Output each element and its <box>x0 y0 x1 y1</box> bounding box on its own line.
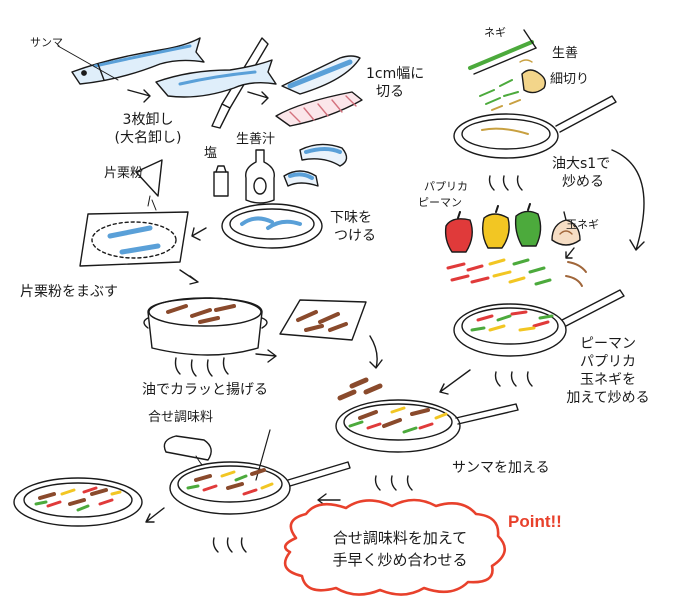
label-cut-width: 1cm幅に <box>366 66 425 82</box>
whole-fish-icon <box>57 37 205 85</box>
salt-shaker-icon <box>213 165 229 197</box>
label-daimyo-oroshi: (大名卸し) <box>114 130 182 146</box>
fillet-pink-icon <box>275 91 363 127</box>
cloud-bubble <box>283 498 506 596</box>
sliced-veg-icon <box>446 258 587 287</box>
bottle-icon <box>245 149 275 204</box>
arrow-icon <box>565 247 575 259</box>
pan-icon <box>169 429 351 515</box>
label-marinate-2: つける <box>334 228 376 244</box>
label-oil-2: 炒める <box>562 174 604 190</box>
label-oil-1: 油大s1で <box>552 156 611 172</box>
final-instruction-line-2: 手早く炒め合わせる <box>332 550 468 569</box>
label-add-veg-4: 加えて炒める <box>566 390 650 406</box>
label-negi: ネギ <box>484 26 506 39</box>
flame-icon <box>212 537 247 553</box>
point-badge: Point!! <box>508 512 562 531</box>
arrow-icon <box>369 335 383 369</box>
final-instruction: 合せ調味料を加えて 手早く炒め合わせる <box>300 528 500 572</box>
arrow-icon <box>439 369 471 395</box>
tray-icon <box>79 211 189 267</box>
drain-tray-icon <box>279 299 367 341</box>
fillet-blue-icon <box>281 55 361 95</box>
arrow-icon <box>145 507 165 523</box>
label-paprika: パプリカ <box>424 180 468 193</box>
flame-icon <box>488 175 523 191</box>
pan-icon <box>221 203 323 249</box>
label-piman: ピーマン <box>418 196 462 209</box>
filleted-fish-icon <box>155 59 277 98</box>
label-add-veg-3: 玉ネギを <box>580 372 636 388</box>
flame-icon <box>374 475 413 491</box>
label-shoga: 生善 <box>552 46 579 61</box>
arrow-icon <box>255 349 277 363</box>
label-marinate-1: 下味を <box>330 210 372 226</box>
label-coat-starch: 片栗粉をまぶす <box>20 284 118 300</box>
pan-icon <box>453 95 617 159</box>
label-cut: 切る <box>376 84 404 100</box>
label-sanma: サンマ <box>30 36 63 49</box>
label-add-veg-2: パプリカ <box>580 354 636 370</box>
flame-icon <box>174 357 229 377</box>
marinated-fillets-icon <box>283 143 348 187</box>
fried-fish-icon <box>337 377 383 401</box>
plate-icon <box>13 477 143 527</box>
flame-icon <box>494 371 533 387</box>
scallion-icon <box>468 29 537 75</box>
label-add-sanma: サンマを加える <box>452 460 550 476</box>
arrow-icon <box>127 89 269 105</box>
pot-icon <box>143 297 268 356</box>
pan-icon <box>453 289 625 357</box>
label-sauce: 合せ調味料 <box>148 410 214 425</box>
arrow-icon <box>191 227 207 241</box>
starch-bag-icon <box>135 159 163 211</box>
label-deep-fry: 油でカラッと揚げる <box>142 382 268 398</box>
label-katakuriko: 片栗粉 <box>104 166 144 181</box>
final-instruction-line-1: 合せ調味料を加えて <box>332 529 468 547</box>
pepper-icon <box>444 203 542 253</box>
label-add-veg-1: ピーマン <box>580 336 636 352</box>
arrow-icon <box>611 149 645 251</box>
label-sanmai-oroshi: 3枚卸し <box>122 112 174 128</box>
pan-icon <box>335 399 519 453</box>
ginger-icon <box>519 59 547 94</box>
arrow-icon <box>179 269 199 285</box>
shredded-veg-icon <box>479 79 521 111</box>
label-tamanegi: 玉ネギ <box>566 218 599 231</box>
onion-icon <box>551 211 581 246</box>
label-julienne: 細切り <box>550 72 590 87</box>
label-salt: 塩 <box>204 146 218 161</box>
label-ginger-juice: 生善汁 <box>236 132 276 147</box>
